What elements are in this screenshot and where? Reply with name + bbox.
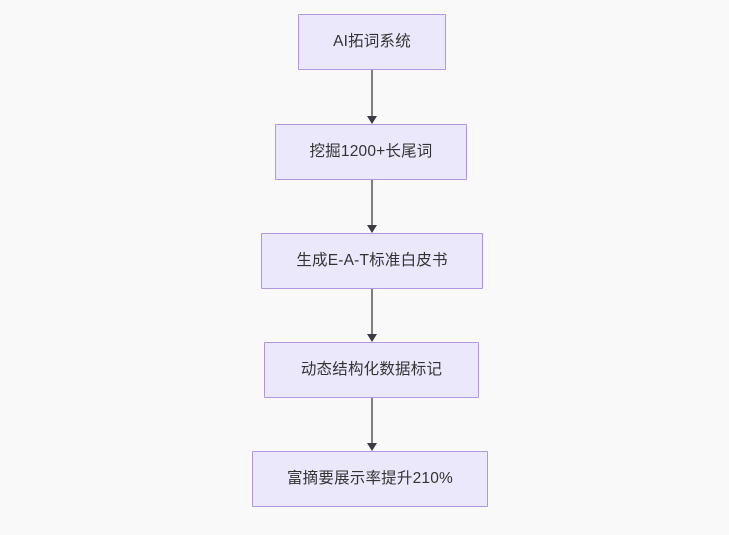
flow-edge-line (370, 289, 374, 334)
flow-node-rich-snippet-impression-lift[interactable]: 富摘要展示率提升210% (252, 451, 488, 507)
flow-node-ai-keyword-system[interactable]: AI拓词系统 (298, 14, 446, 70)
flow-node-generate-eat-whitepaper[interactable]: 生成E-A-T标准白皮书 (261, 233, 483, 289)
arrow-down-icon (366, 116, 377, 124)
flow-node-label: 动态结构化数据标记 (300, 361, 443, 379)
flow-node-dynamic-structured-data-markup[interactable]: 动态结构化数据标记 (264, 342, 479, 398)
flow-node-mine-longtail-keywords[interactable]: 挖掘1200+长尾词 (275, 124, 467, 180)
flow-node-label: 富摘要展示率提升210% (286, 470, 454, 488)
flow-edge-line (370, 70, 374, 116)
flow-edge-line (370, 180, 374, 225)
flow-node-label: 生成E-A-T标准白皮书 (296, 252, 448, 270)
arrow-down-icon (366, 334, 377, 342)
arrow-down-icon (366, 443, 377, 451)
flow-node-label: 挖掘1200+长尾词 (309, 143, 433, 161)
flow-edge-line (370, 398, 374, 443)
flow-node-label: AI拓词系统 (333, 33, 411, 51)
arrow-down-icon (366, 225, 377, 233)
